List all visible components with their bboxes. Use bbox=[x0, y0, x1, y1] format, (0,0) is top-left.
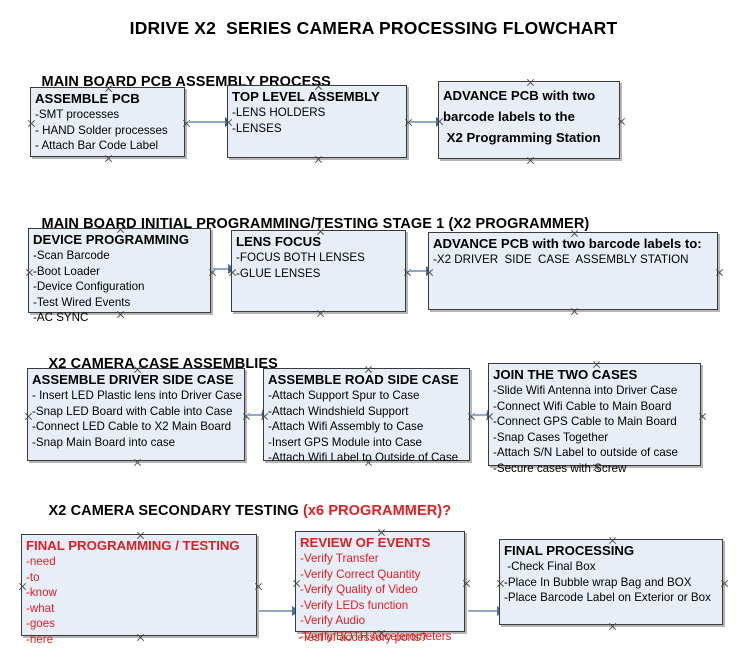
node-line: -Place Barcode Label on Exterior or Box bbox=[504, 591, 711, 605]
node-line: -AC SYNC bbox=[33, 311, 89, 325]
node-line: -Verify BOTH Accelerometers bbox=[300, 629, 452, 643]
node-line: -Connect LED Cable to X2 Main Board bbox=[32, 420, 232, 434]
handle-right[interactable] bbox=[182, 119, 191, 128]
node-line: -Snap Cases Together bbox=[493, 430, 609, 444]
node-lens-focus[interactable]: LENS FOCUS -FOCUS BOTH LENSES -GLUE LENS… bbox=[231, 230, 406, 312]
node-line: -Insert GPS Module into Case bbox=[268, 435, 423, 449]
node-line: -Place In Bubble wrap Bag and BOX bbox=[504, 575, 692, 589]
node-line: -Verify Audio bbox=[300, 614, 366, 628]
connector-arrow[interactable] bbox=[410, 117, 444, 127]
node-line: -FOCUS BOTH LENSES bbox=[236, 251, 365, 264]
node-line: -need bbox=[26, 555, 56, 568]
section-heading-4: X2 CAMERA SECONDARY TESTING (x6 PROGRAMM… bbox=[32, 487, 452, 535]
node-line: - HAND Solder processes bbox=[35, 123, 168, 137]
node-final-processing[interactable]: FINAL PROCESSING -Check Final Box -Place… bbox=[499, 539, 723, 625]
node-review-of-events[interactable]: REVIEW OF EVENTS -Verify Transfer -Verif… bbox=[295, 531, 465, 643]
node-review-of-events-overflow-line: -Test of accessory ports? bbox=[298, 631, 427, 644]
handle-right[interactable] bbox=[242, 412, 251, 421]
node-line: -Check Final Box bbox=[504, 560, 596, 573]
connector-arrow[interactable] bbox=[247, 410, 270, 420]
node-title: ADVANCE PCB with two bbox=[443, 88, 596, 103]
connector-arrow[interactable] bbox=[468, 606, 505, 616]
node-line: -Scan Barcode bbox=[33, 249, 110, 262]
node-line: -here bbox=[26, 632, 54, 646]
page-title: IDRIVE X2 SERIES CAMERA PROCESSING FLOWC… bbox=[129, 18, 618, 38]
node-line: -Attach Wifi Label to Outside of Case bbox=[268, 451, 459, 465]
node-line: -Slide Wifi Antenna into Driver Case bbox=[493, 384, 678, 397]
node-line: -GLUE LENSES bbox=[236, 266, 321, 280]
node-assemble-driver-side-case[interactable]: ASSEMBLE DRIVER SIDE CASE - Insert LED P… bbox=[27, 368, 245, 461]
node-advance-pcb-driver-side[interactable]: ADVANCE PCB with two barcode labels to: … bbox=[428, 232, 718, 310]
connector-arrow[interactable] bbox=[259, 606, 300, 616]
handle-right[interactable] bbox=[254, 582, 263, 591]
handle-right[interactable] bbox=[467, 412, 476, 421]
node-line: - Insert LED Plastic lens into Driver Ca… bbox=[32, 389, 243, 402]
connector-arrow[interactable] bbox=[213, 264, 236, 274]
node-line: -LENS HOLDERS bbox=[232, 106, 326, 119]
node-line: -Boot Loader bbox=[33, 264, 101, 278]
node-title: ASSEMBLE ROAD SIDE CASE bbox=[268, 372, 459, 387]
handle-right[interactable] bbox=[403, 268, 412, 277]
node-line: -Verify LEDs function bbox=[300, 598, 409, 612]
node-join-the-two-cases[interactable]: JOIN THE TWO CASES -Slide Wifi Antenna i… bbox=[488, 363, 701, 475]
section-heading-4-text: X2 CAMERA SECONDARY TESTING bbox=[48, 503, 303, 519]
node-line: -Attach Windshield Support bbox=[268, 404, 409, 418]
node-line: - Attach Bar Code Label bbox=[35, 139, 159, 153]
node-advance-pcb-programming-station[interactable]: ADVANCE PCB with two barcode labels to t… bbox=[438, 81, 620, 159]
node-title: DEVICE PROGRAMMING bbox=[33, 232, 190, 247]
node-line: -Verify Correct Quantity bbox=[300, 567, 421, 581]
node-title: TOP LEVEL ASSEMBLY bbox=[232, 89, 380, 104]
node-line: -Connect GPS Cable to Main Board bbox=[493, 415, 677, 429]
node-line: -LENSES bbox=[232, 121, 282, 135]
node-line: -Verify Transfer bbox=[300, 552, 379, 565]
handle-right[interactable] bbox=[720, 579, 729, 588]
connector-arrow[interactable] bbox=[472, 410, 495, 420]
handle-bottom[interactable] bbox=[104, 154, 113, 163]
node-title: FINAL PROCESSING bbox=[504, 543, 635, 558]
node-line: -SMT processes bbox=[35, 108, 120, 121]
node-title: ADVANCE PCB with two barcode labels to: bbox=[433, 236, 702, 251]
handle-right[interactable] bbox=[462, 579, 471, 588]
node-line: -to bbox=[26, 570, 40, 584]
connector-arrow[interactable] bbox=[188, 117, 233, 127]
node-line: -what bbox=[26, 601, 55, 615]
node-title: ASSEMBLE PCB bbox=[35, 91, 140, 106]
node-line: -X2 DRIVER SIDE CASE ASSEMBLY STATION bbox=[433, 253, 689, 266]
node-assemble-road-side-case[interactable]: ASSEMBLE ROAD SIDE CASE -Attach Support … bbox=[263, 368, 470, 464]
node-line: -Attach Wifi Assembly to Case bbox=[268, 420, 424, 434]
node-line: barcode labels to the bbox=[443, 109, 575, 124]
node-line: -Connect Wifi Cable to Main Board bbox=[493, 399, 672, 413]
handle-bottom[interactable] bbox=[314, 155, 323, 164]
node-line: -Device Configuration bbox=[33, 280, 145, 294]
handle-bottom[interactable] bbox=[316, 309, 325, 318]
node-line: -Snap Main Board into case bbox=[32, 435, 176, 449]
node-line: -Secure cases with Screw bbox=[493, 461, 627, 475]
handle-bottom[interactable] bbox=[570, 307, 579, 316]
node-title: ASSEMBLE DRIVER SIDE CASE bbox=[32, 372, 234, 387]
node-line: -Verify Quality of Video bbox=[300, 583, 418, 597]
node-assemble-pcb[interactable]: ASSEMBLE PCB -SMT processes - HAND Solde… bbox=[30, 87, 185, 157]
node-line: X2 Programming Station bbox=[443, 130, 601, 145]
connector-arrow[interactable] bbox=[409, 266, 434, 276]
handle-right[interactable] bbox=[698, 412, 707, 421]
node-line: -goes bbox=[26, 617, 56, 631]
node-line: -Snap LED Board with Cable into Case bbox=[32, 404, 233, 418]
handle-bottom[interactable] bbox=[608, 622, 617, 631]
node-title: REVIEW OF EVENTS bbox=[300, 535, 431, 550]
section-heading-4-note: (x6 PROGRAMMER)? bbox=[302, 503, 452, 519]
node-line: -Test Wired Events bbox=[33, 295, 131, 309]
node-title: JOIN THE TWO CASES bbox=[493, 367, 638, 382]
node-line: -know bbox=[26, 586, 57, 600]
node-title: FINAL PROGRAMMING / TESTING bbox=[26, 538, 240, 553]
handle-bottom[interactable] bbox=[526, 156, 535, 165]
node-final-programming-testing[interactable]: FINAL PROGRAMMING / TESTING -need -to -k… bbox=[21, 534, 257, 646]
node-top-level-assembly[interactable]: TOP LEVEL ASSEMBLY -LENS HOLDERS -LENSES bbox=[227, 85, 407, 158]
node-title: LENS FOCUS bbox=[236, 234, 321, 249]
handle-bottom[interactable] bbox=[133, 458, 142, 467]
node-line: -Attach Support Spur to Case bbox=[268, 389, 420, 402]
node-line: -Attach S/N Label to outside of case bbox=[493, 446, 678, 460]
node-device-programming[interactable]: DEVICE PROGRAMMING -Scan Barcode -Boot L… bbox=[28, 228, 211, 324]
handle-right[interactable] bbox=[715, 268, 724, 277]
handle-right[interactable] bbox=[617, 117, 626, 126]
